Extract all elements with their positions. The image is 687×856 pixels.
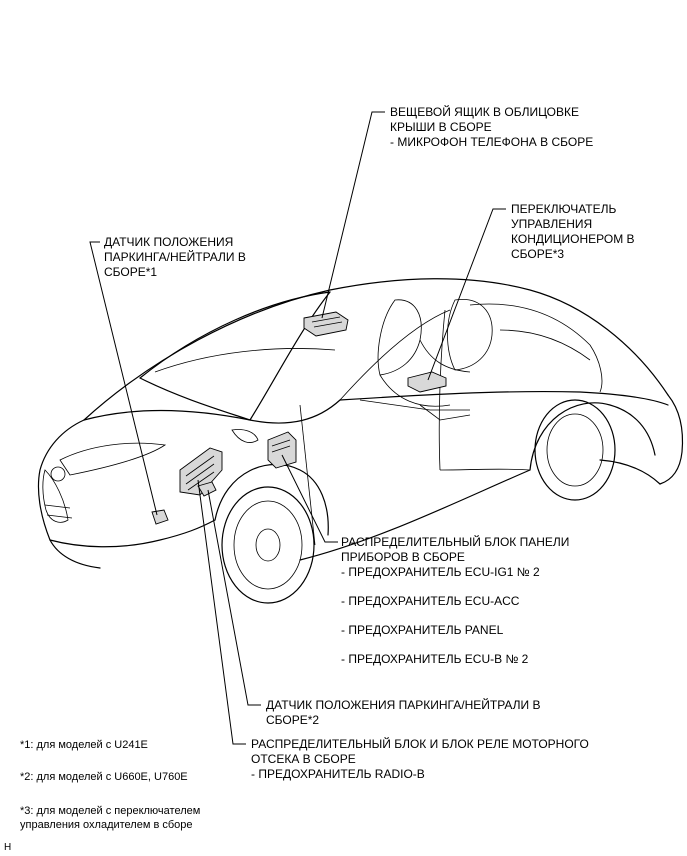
park-sensor-1-line-3: СБОРЕ*1 — [104, 265, 158, 279]
instrument-junction-component — [267, 431, 297, 469]
instrument-junction-label: РАСПРЕДЕЛИТЕЛЬНЫЙ БЛОК ПАНЕЛИ ПРИБОРОВ В… — [341, 535, 569, 667]
park-sensor-1-line-2: ПАРКИНГА/НЕЙТРАЛИ В — [104, 250, 246, 264]
roof-box-label: ВЕЩЕВОЙ ЯЩИК В ОБЛИЦОВКЕ КРЫШИ В СБОРЕ -… — [390, 105, 593, 150]
footnote-2: *2: для моделей с U660E, U760E — [20, 771, 188, 783]
roof-box-line-2: КРЫШИ В СБОРЕ — [390, 120, 492, 134]
ac-switch-line-3: КОНДИЦИОНЕРОМ В — [511, 232, 635, 246]
footnote-3-line-1: *3: для моделей с переключателем — [20, 805, 201, 817]
leader-lines — [89, 111, 506, 745]
fuse-panel: - ПРЕДОХРАНИТЕЛЬ PANEL — [341, 623, 504, 637]
footnote-1: *1: для моделей с U241E — [20, 739, 148, 751]
ac-switch-line-2: УПРАВЛЕНИЯ — [511, 217, 593, 231]
car-outline — [37, 278, 684, 604]
fuse-ecu-b-2: - ПРЕДОХРАНИТЕЛЬ ECU-B № 2 — [341, 652, 529, 666]
footnote-3-line-2: управления охладителем в сборе — [20, 819, 193, 831]
ac-switch-line-4: СБОРЕ*3 — [511, 247, 565, 261]
roof-box-line-1: ВЕЩЕВОЙ ЯЩИК В ОБЛИЦОВКЕ — [390, 105, 580, 119]
park-sensor-2-label: ДАТЧИК ПОЛОЖЕНИЯ ПАРКИНГА/НЕЙТРАЛИ В СБО… — [266, 698, 541, 728]
fuse-ecu-ig1-2: - ПРЕДОХРАНИТЕЛЬ ECU-IG1 № 2 — [341, 565, 540, 579]
fuse-radio-b: - ПРЕДОХРАНИТЕЛЬ RADIO-B — [251, 767, 425, 781]
park-sensor-1-component — [151, 509, 169, 525]
instrument-junction-line-1: РАСПРЕДЕЛИТЕЛЬНЫЙ БЛОК ПАНЕЛИ — [341, 535, 570, 549]
park-sensor-1-line-1: ДАТЧИК ПОЛОЖЕНИЯ — [104, 235, 234, 249]
engine-junction-line-2: ОТСЕКА В СБОРЕ — [251, 752, 356, 766]
park-sensor-1-label: ДАТЧИК ПОЛОЖЕНИЯ ПАРКИНГА/НЕЙТРАЛИ В СБО… — [104, 235, 246, 280]
corner-mark: H — [4, 842, 12, 853]
engine-junction-component — [179, 447, 223, 496]
ac-switch-label: ПЕРЕКЛЮЧАТЕЛЬ УПРАВЛЕНИЯ КОНДИЦИОНЕРОМ В… — [511, 202, 635, 262]
park-sensor-2-line-2: СБОРЕ*2 — [266, 713, 320, 727]
ac-switch-line-1: ПЕРЕКЛЮЧАТЕЛЬ — [511, 202, 617, 216]
roof-box-sub-1: - МИКРОФОН ТЕЛЕФОНА В СБОРЕ — [390, 135, 594, 149]
engine-junction-label: РАСПРЕДЕЛИТЕЛЬНЫЙ БЛОК И БЛОК РЕЛЕ МОТОР… — [251, 737, 589, 782]
ac-switch-component — [407, 371, 447, 393]
fuse-ecu-acc: - ПРЕДОХРАНИТЕЛЬ ECU-ACC — [341, 594, 520, 608]
park-sensor-2-line-1: ДАТЧИК ПОЛОЖЕНИЯ ПАРКИНГА/НЕЙТРАЛИ В — [266, 698, 541, 712]
park-sensor-2-component — [197, 481, 217, 497]
instrument-junction-line-2: ПРИБОРОВ В СБОРЕ — [341, 550, 465, 564]
roof-console-component — [303, 311, 349, 337]
engine-junction-line-1: РАСПРЕДЕЛИТЕЛЬНЫЙ БЛОК И БЛОК РЕЛЕ МОТОР… — [251, 737, 589, 751]
